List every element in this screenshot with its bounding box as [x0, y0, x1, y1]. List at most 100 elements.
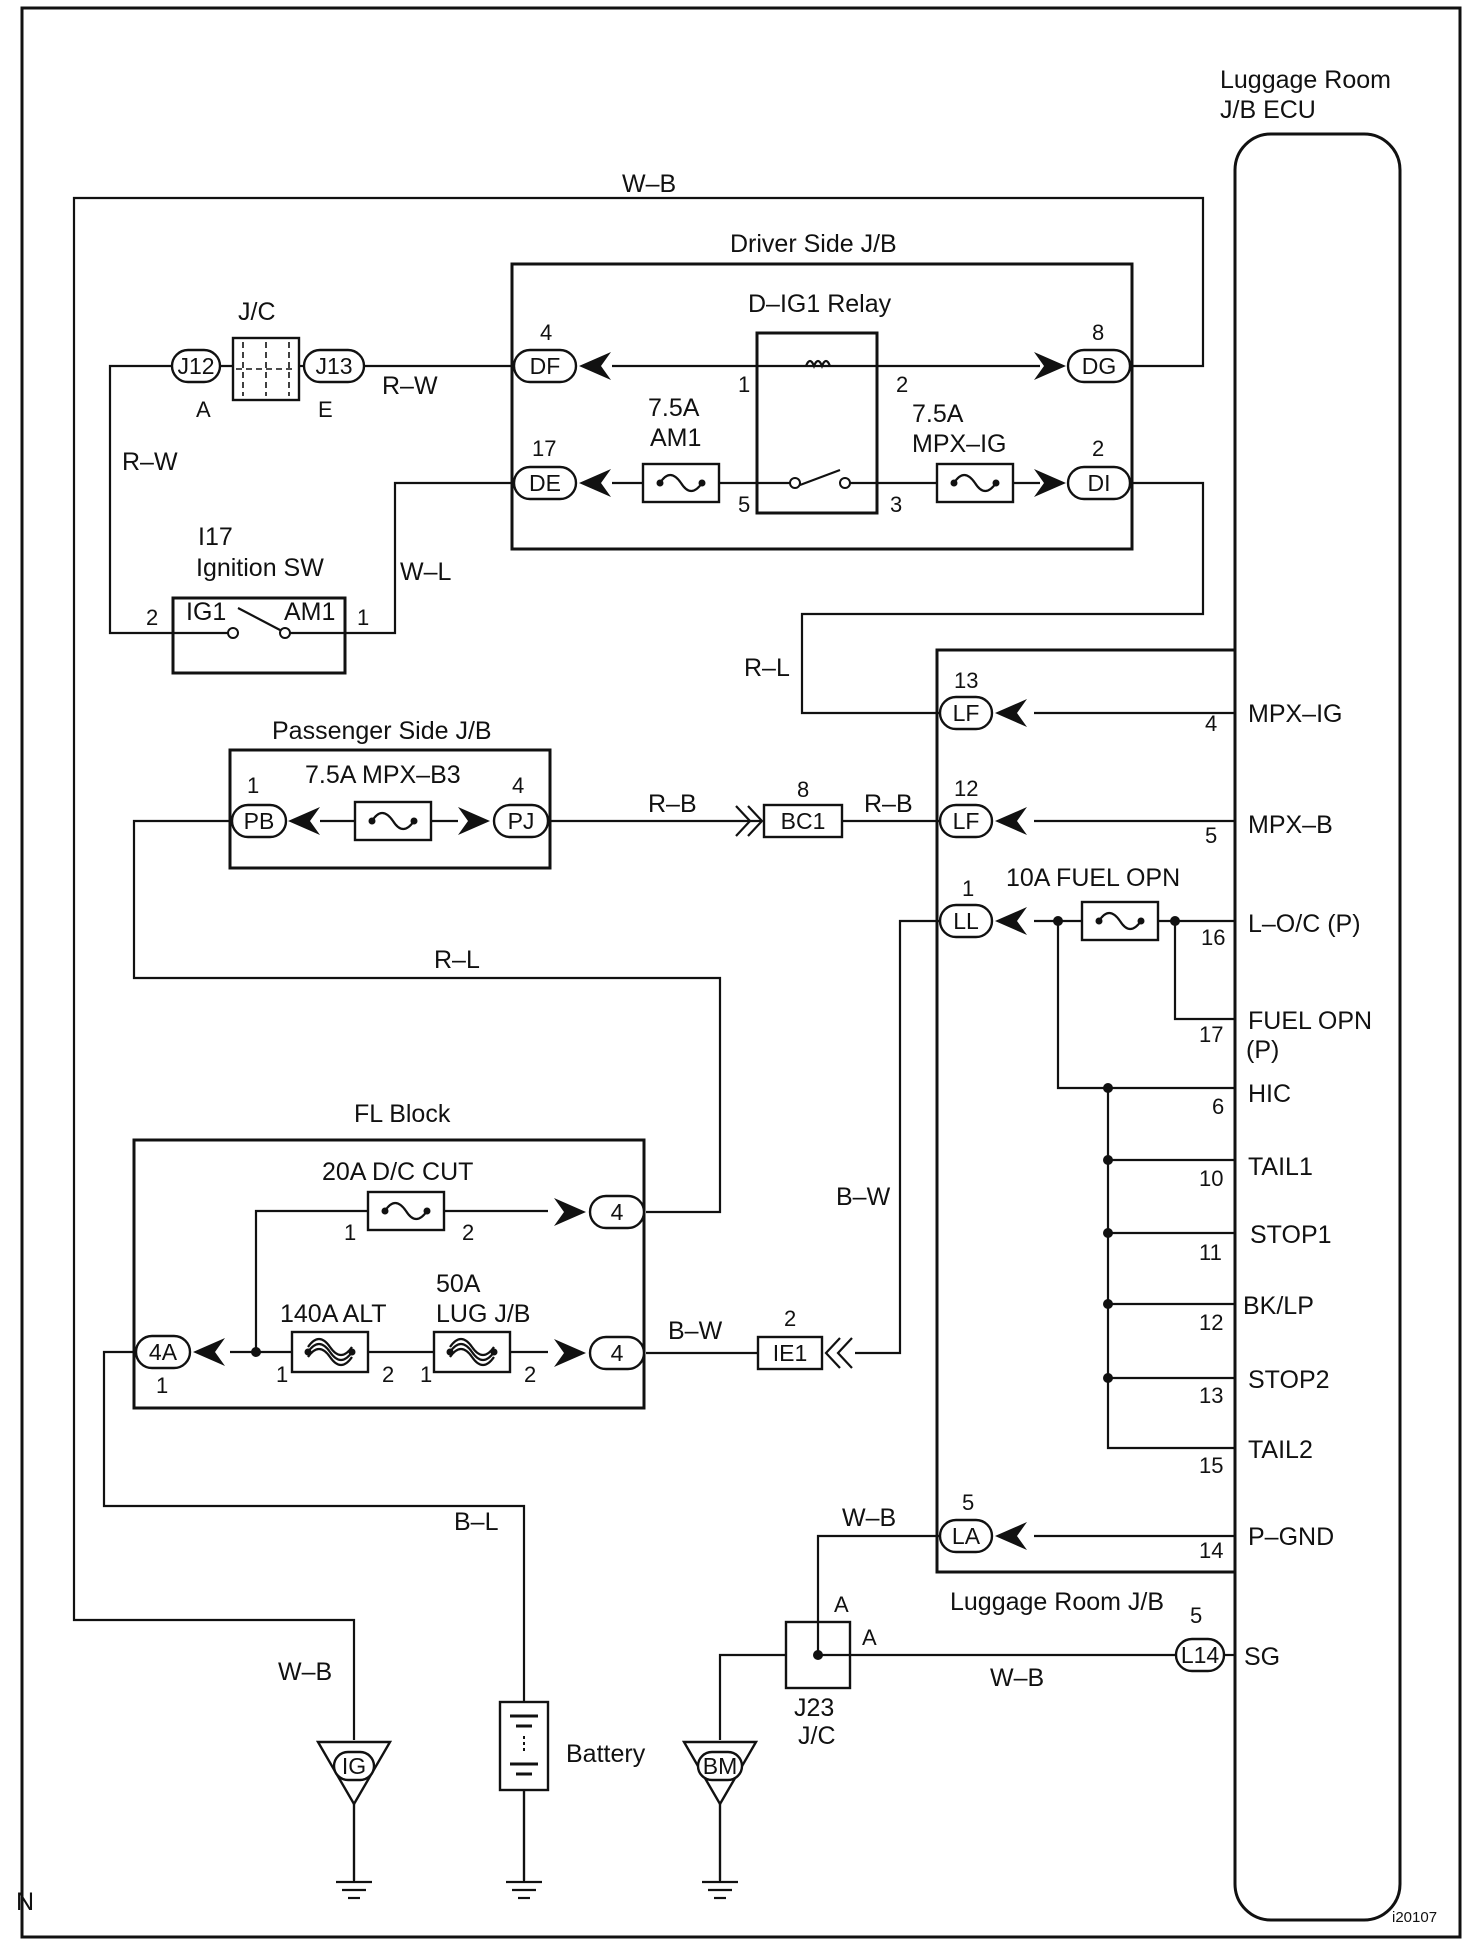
svg-text:LL: LL: [953, 908, 979, 934]
label-bl: B–L: [454, 1508, 499, 1536]
ecu-term-fuel-opn: FUEL OPN: [1248, 1007, 1372, 1035]
svg-text:DE: DE: [529, 470, 561, 496]
fuse-mpxig-name: MPX–IG: [912, 430, 1006, 458]
4a-pin: 1: [156, 1373, 168, 1398]
jc-junction: J/C A E: [196, 298, 333, 422]
wire-bl: [102, 1350, 526, 1702]
bc1-pin: 8: [797, 777, 809, 802]
ecu-title-line2: J/B ECU: [1220, 96, 1316, 124]
battery: Battery: [498, 1700, 646, 1900]
d-ig1-relay: [755, 331, 879, 515]
alt-pin-2: 2: [382, 1362, 394, 1387]
relay-switch-arm: [799, 468, 841, 487]
fuse-lug-rating: 50A: [436, 1270, 481, 1298]
relay-coil-icon: [804, 359, 832, 369]
connector-4a: [134, 1334, 192, 1370]
ground-bm-label: BM: [703, 1753, 738, 1779]
connector-j12: [170, 348, 222, 384]
outer-frame: [20, 6, 1462, 1939]
wire-wb-top: [72, 196, 1205, 1740]
connector-di: [1066, 465, 1132, 501]
connector-df: [512, 348, 578, 384]
driver-jb-box: [510, 262, 1134, 551]
lf13-pin: 13: [954, 668, 978, 693]
ecu-title-line1: Luggage Room: [1220, 66, 1391, 94]
svg-text:4: 4: [611, 1199, 624, 1225]
ecu-pin-stop1: 11: [1199, 1240, 1222, 1265]
label-rl-upper: R–L: [744, 654, 790, 682]
label-wb-ig: W–B: [278, 1658, 332, 1686]
label-rb-left: R–B: [648, 790, 697, 818]
pb-pin: 1: [247, 773, 259, 798]
j23-code: J23: [794, 1694, 834, 1722]
fuse-dc-cut: [366, 1190, 446, 1232]
ignition-term-am1: AM1: [284, 598, 335, 626]
ignition-pin-1: 1: [357, 605, 369, 630]
ecu-body: [1233, 132, 1402, 1922]
junction-dots: [251, 916, 1180, 1660]
relay-pin-3: 3: [890, 492, 902, 517]
ecu-term-bklp: BK/LP: [1243, 1292, 1314, 1320]
fl-block-title: FL Block: [354, 1100, 451, 1128]
svg-text:IE1: IE1: [773, 1340, 808, 1366]
figure-code: i20107: [1392, 1909, 1437, 1926]
jc-sub-e: E: [318, 397, 333, 422]
passenger-jb-box: [228, 748, 552, 870]
la-pin: 5: [962, 1490, 974, 1515]
luggage-fuse-label: 10A FUEL OPN: [1006, 864, 1180, 892]
connector-bc1: [762, 803, 844, 839]
lug-pin-2: 2: [524, 1362, 536, 1387]
dc-pin-1: 1: [344, 1220, 356, 1245]
corner-label: N: [16, 1888, 34, 1916]
lf12-pin: 12: [954, 776, 978, 801]
label-wl: W–L: [400, 558, 452, 586]
connector-de: [512, 465, 578, 501]
svg-text:4: 4: [611, 1340, 624, 1366]
ecu-pin-fuel-opn: 17: [1199, 1022, 1223, 1047]
ignition-title: Ignition SW: [196, 554, 324, 582]
svg-text:DG: DG: [1082, 353, 1117, 379]
fuse-50a-lug-jb: [432, 1330, 512, 1374]
label-rb-right: R–B: [864, 790, 913, 818]
luggage-jb-box: [935, 648, 1235, 1574]
wire-wl: [345, 481, 514, 635]
fuse-140a-alt: [290, 1330, 370, 1374]
label-rw-left: R–W: [122, 448, 178, 476]
ground-ig: IG: [315, 1740, 393, 1900]
svg-text:L14: L14: [1181, 1642, 1220, 1668]
ignition-switch: I17 Ignition SW IG1 AM1 2 1: [146, 523, 369, 675]
ignition-body: [171, 596, 347, 675]
wire-labels: W–B R–W R–W W–L R–L R–B R–B R–L B–W B–W …: [122, 170, 1044, 1692]
wire-wb-la: [816, 1534, 940, 1655]
fuse-mpx-b3: [353, 800, 433, 842]
lug-pin-1: 1: [420, 1362, 432, 1387]
connector-la: [938, 1518, 994, 1554]
ignition-term-ig1: IG1: [186, 598, 226, 626]
svg-text:DF: DF: [530, 353, 561, 379]
connector-lf12: [938, 803, 994, 839]
fuse-am1-name: AM1: [650, 424, 701, 452]
alt-pin-1: 1: [276, 1362, 288, 1387]
de-pin: 17: [532, 436, 556, 461]
ground-ig-label: IG: [342, 1753, 366, 1779]
connector-lf13: [938, 695, 994, 731]
connector-l14: [1174, 1637, 1226, 1673]
dg-pin: 8: [1092, 320, 1104, 345]
svg-text:J12: J12: [177, 353, 214, 379]
connector-dg: [1066, 348, 1132, 384]
ecu-pin-tail2: 15: [1199, 1453, 1223, 1478]
relay-pin-2: 2: [896, 372, 908, 397]
wire-bw-vert: [855, 919, 940, 1355]
wire-rl-upper: [800, 481, 1205, 715]
j23-title: J/C: [798, 1722, 836, 1750]
svg-text:PJ: PJ: [508, 808, 535, 834]
relay-pin-5: 5: [738, 492, 750, 517]
svg-text:LF: LF: [953, 808, 980, 834]
connector-fl-4-lower: [588, 1335, 646, 1371]
ignition-pin-2: 2: [146, 605, 158, 630]
ecu-term-tail1: TAIL1: [1248, 1153, 1313, 1181]
ll-pin: 1: [962, 876, 974, 901]
svg-text:J13: J13: [315, 353, 352, 379]
ecu-pin-lo-c: 16: [1201, 925, 1225, 950]
